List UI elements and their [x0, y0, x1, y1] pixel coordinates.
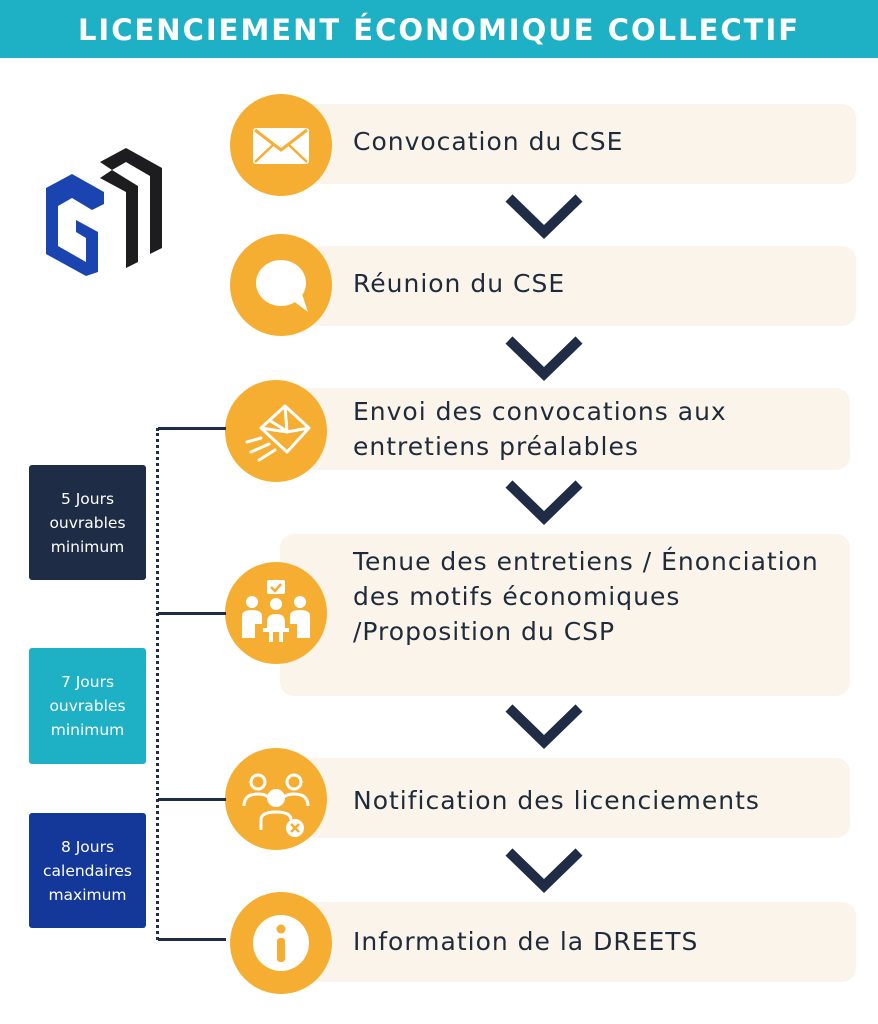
step-box-4 — [280, 534, 850, 696]
speech-bubble-icon — [256, 260, 308, 312]
badge-line: 8 Jours — [60, 837, 115, 856]
group-remove-icon — [242, 773, 310, 837]
delay-badge-3: 8 Jours calendaires maximum — [29, 813, 146, 928]
step-circle-6 — [230, 892, 332, 994]
step-label-1: Convocation du CSE — [353, 127, 624, 156]
info-icon — [253, 915, 309, 971]
step-circle-2 — [230, 234, 332, 336]
chevron-down-icon — [505, 848, 583, 893]
step-box-6 — [280, 902, 856, 982]
timeline-tick — [158, 938, 226, 941]
chevron-down-icon — [505, 704, 583, 749]
company-logo — [46, 148, 162, 276]
step-box-3 — [280, 388, 850, 470]
envelope-icon — [253, 128, 309, 164]
timeline-tick — [158, 427, 226, 430]
step-circle-5 — [225, 748, 327, 850]
timeline-tick — [158, 612, 226, 615]
step-label-2: Réunion du CSE — [353, 269, 566, 298]
delay-badge-2: 7 Jours ouvrables minimum — [29, 648, 146, 764]
badge-line: calendaires — [43, 861, 132, 880]
badge-line: maximum — [48, 885, 127, 904]
badge-line: ouvrables — [49, 697, 126, 715]
badge-line: 7 Jours — [60, 673, 115, 691]
step-box-2 — [280, 246, 856, 326]
step-box-1 — [280, 104, 856, 184]
step-label-5: Notification des licenciements — [353, 786, 760, 815]
badge-line: 5 Jours — [60, 489, 115, 508]
meeting-icon — [242, 580, 310, 642]
chevron-down-icon — [505, 480, 583, 525]
step-label-6: Information de la DREETS — [353, 927, 699, 956]
step-circle-1 — [230, 94, 332, 196]
timeline-tick — [158, 798, 226, 801]
step-label-4: Tenue des entretiens / Énonciation des m… — [353, 547, 819, 646]
delay-badge-1: 5 Jours ouvrables minimum — [29, 465, 146, 580]
badge-line: minimum — [50, 721, 125, 739]
chevron-down-icon — [505, 336, 583, 381]
page-title: LICENCIEMENT ÉCONOMIQUE COLLECTIF — [0, 0, 878, 58]
step-circle-3 — [225, 380, 327, 482]
step-box-5 — [280, 758, 850, 838]
badge-line: minimum — [50, 537, 125, 556]
timeline-dotted-line — [156, 428, 159, 940]
step-circle-4 — [225, 562, 327, 664]
chevron-down-icon — [505, 194, 583, 239]
sending-envelope-icon — [245, 404, 311, 462]
badge-line: ouvrables — [49, 513, 126, 532]
step-label-3: Envoi des convocations aux entretiens pr… — [353, 397, 727, 461]
